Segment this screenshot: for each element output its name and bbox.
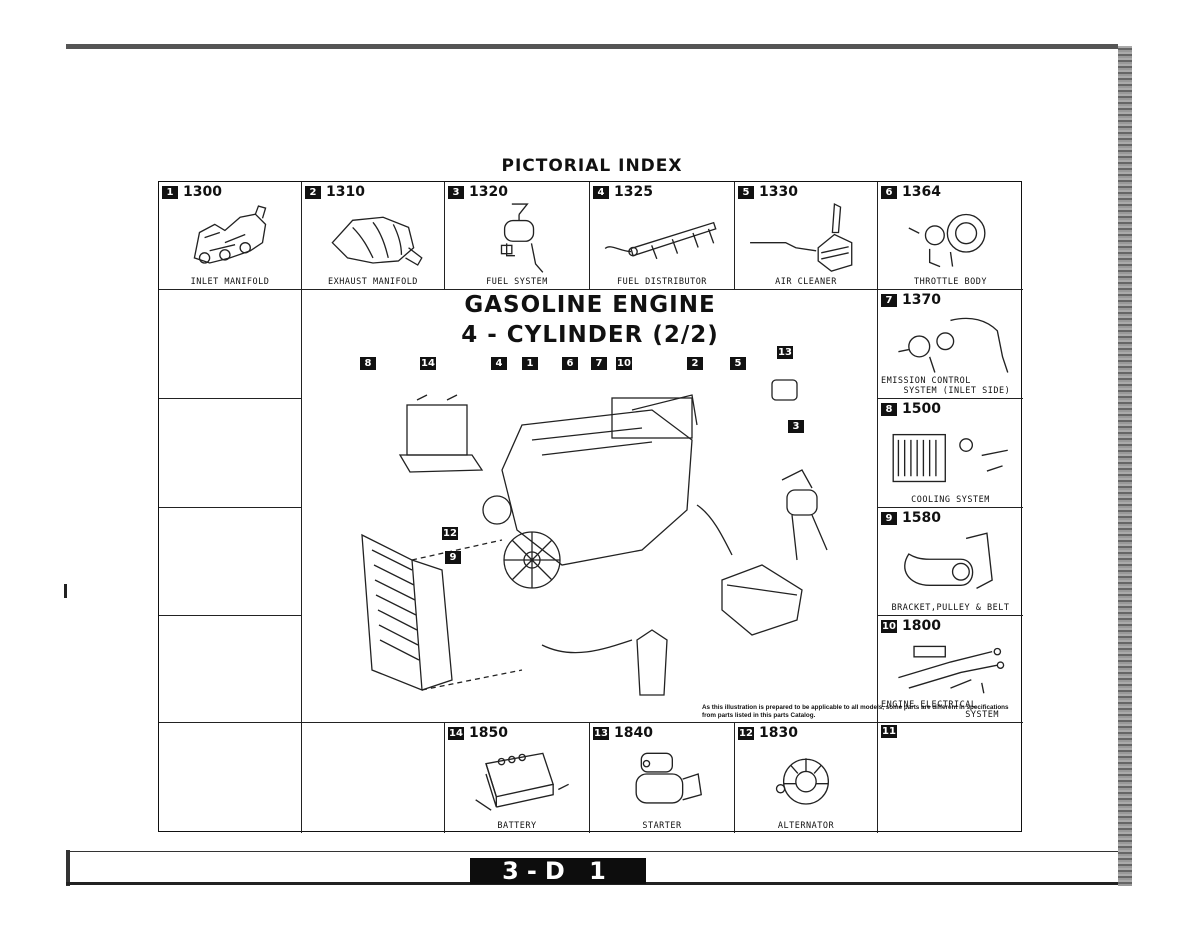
cell-number: 8 — [881, 402, 897, 416]
margin-mark — [64, 584, 67, 598]
cell-code: 1850 — [469, 725, 508, 741]
blank-cell — [159, 508, 302, 616]
index-cell-1800[interactable]: 10 1800 ENGINE ELECTRICAL SYSTEM — [878, 616, 1023, 723]
cell-code: 1325 — [614, 184, 653, 200]
applicability-note: As this illustration is prepared to be a… — [702, 704, 1009, 719]
cell-label: BATTERY — [497, 821, 537, 831]
battery-icon — [475, 752, 569, 811]
index-cell-1330[interactable]: 5 1330 AIR CLEANER — [735, 182, 878, 290]
exhaust-manifold-icon — [331, 216, 423, 266]
cell-label: STARTER — [642, 821, 682, 831]
blank-cell — [159, 616, 302, 723]
throttle-body-icon — [908, 213, 986, 268]
cell-number: 13 — [593, 726, 609, 740]
callout-8: 8 — [360, 353, 376, 371]
engine-title: GASOLINE ENGINE — [464, 292, 716, 318]
cell-number: 4 — [593, 185, 609, 199]
cell-label: INLET MANIFOLD — [190, 277, 270, 287]
index-cell-1325[interactable]: 4 1325 FUEL DISTRIBUTOR — [590, 182, 735, 290]
index-cell-11[interactable]: 11 — [878, 723, 1023, 833]
index-cell-1364[interactable]: 6 1364 THROTTLE BODY — [878, 182, 1023, 290]
cell-code: 1830 — [759, 725, 798, 741]
cell-number: 10 — [881, 619, 897, 633]
top-rule — [66, 44, 1118, 49]
cell-label: FUEL SYSTEM — [486, 277, 548, 287]
page-title: PICTORIAL INDEX — [501, 156, 683, 176]
cell-number: 1 — [162, 185, 178, 199]
callout-2: 2 — [687, 353, 703, 371]
callout-5: 5 — [730, 353, 746, 371]
cell-label: BRACKET,PULLEY & BELT — [891, 603, 1010, 613]
cell-label: COOLING SYSTEM — [911, 495, 990, 505]
cell-label: EMISSION CONTROL SYSTEM (INLET SIDE) — [881, 376, 1011, 396]
callout-1: 1 — [522, 353, 538, 371]
index-cell-1840[interactable]: 13 1840 STARTER — [590, 723, 735, 833]
callout-13: 13 — [777, 346, 793, 359]
cell-code: 1370 — [902, 292, 941, 308]
callout-9: 9 — [445, 547, 461, 565]
footer-rule — [66, 851, 1118, 852]
engine-overview-panel: GASOLINE ENGINE 4 - CYLINDER (2/2) — [302, 290, 1009, 723]
blank-cell — [159, 290, 302, 399]
index-cell-1300[interactable]: 1 1300 INLET MANIFOLD — [159, 182, 302, 290]
footer-left-rule — [66, 850, 70, 886]
cell-number: 9 — [881, 511, 897, 525]
fuel-system-icon — [500, 203, 544, 273]
cell-number: 7 — [881, 293, 897, 307]
blank-cell — [159, 723, 302, 833]
air-cleaner-icon — [750, 203, 853, 272]
index-cell-1580[interactable]: 9 1580 BRACKET,PULLEY & BELT — [878, 508, 1023, 616]
callout-4: 4 — [491, 353, 507, 371]
cell-number: 6 — [881, 185, 897, 199]
cell-label: EXHAUST MANIFOLD — [328, 277, 418, 287]
engine-electrical-icon — [898, 645, 1005, 694]
callout-6: 6 — [562, 353, 578, 371]
alternator-icon — [775, 758, 830, 805]
engine-subtitle: 4 - CYLINDER (2/2) — [461, 322, 719, 348]
index-cell-1850[interactable]: 14 1850 BATTERY — [445, 723, 590, 833]
index-cell-1830[interactable]: 12 1830 ALTERNATOR — [735, 723, 878, 833]
callout-7: 7 — [591, 353, 607, 371]
index-cell-1320[interactable]: 3 1320 FUEL SYSTEM — [445, 182, 590, 290]
cooling-system-icon — [892, 433, 1008, 483]
cell-number: 2 — [305, 185, 321, 199]
engine-exploded-illustration — [361, 379, 828, 696]
blank-cell — [302, 723, 445, 833]
inlet-manifold-icon — [193, 205, 267, 264]
cell-label: ALTERNATOR — [777, 821, 835, 831]
callout-12: 12 — [442, 527, 458, 540]
cell-code: 1364 — [902, 184, 941, 200]
bracket-pulley-icon — [904, 532, 993, 590]
cell-number: 11 — [881, 725, 897, 738]
cell-code: 1840 — [614, 725, 653, 741]
cell-label: AIR CLEANER — [775, 277, 837, 287]
index-cell-1500[interactable]: 8 1500 COOLING SYSTEM — [878, 399, 1023, 508]
cell-code: 1580 — [902, 510, 941, 526]
cell-code: 1800 — [902, 618, 941, 634]
cell-code: 1320 — [469, 184, 508, 200]
cell-number: 12 — [738, 726, 754, 740]
cell-code: 1330 — [759, 184, 798, 200]
cell-label: ENGINE ELECTRICAL SYSTEM — [881, 700, 999, 720]
emission-control-icon — [898, 317, 1009, 373]
cell-label: FUEL DISTRIBUTOR — [617, 277, 707, 287]
cell-code: 1500 — [902, 401, 941, 417]
callout-14: 14 — [420, 357, 436, 370]
callout-3: 3 — [788, 416, 804, 434]
index-cell-1310[interactable]: 2 1310 EXHAUST MANIFOLD — [302, 182, 445, 290]
cell-number: 5 — [738, 185, 754, 199]
index-cell-1370[interactable]: 7 1370 EMISSION CONTROL SYSTEM (INLET SID… — [878, 290, 1023, 399]
blank-cell — [159, 399, 302, 508]
cell-code: 1300 — [183, 184, 222, 200]
page-code: 3-D 1 — [470, 858, 646, 884]
fuel-distributor-icon — [604, 221, 717, 260]
cell-label: THROTTLE BODY — [913, 277, 988, 287]
cell-number: 3 — [448, 185, 464, 199]
cell-code: 1310 — [326, 184, 365, 200]
callout-10: 10 — [616, 357, 632, 370]
starter-icon — [635, 752, 703, 804]
cell-number: 14 — [448, 726, 464, 740]
scan-edge — [1118, 46, 1132, 886]
